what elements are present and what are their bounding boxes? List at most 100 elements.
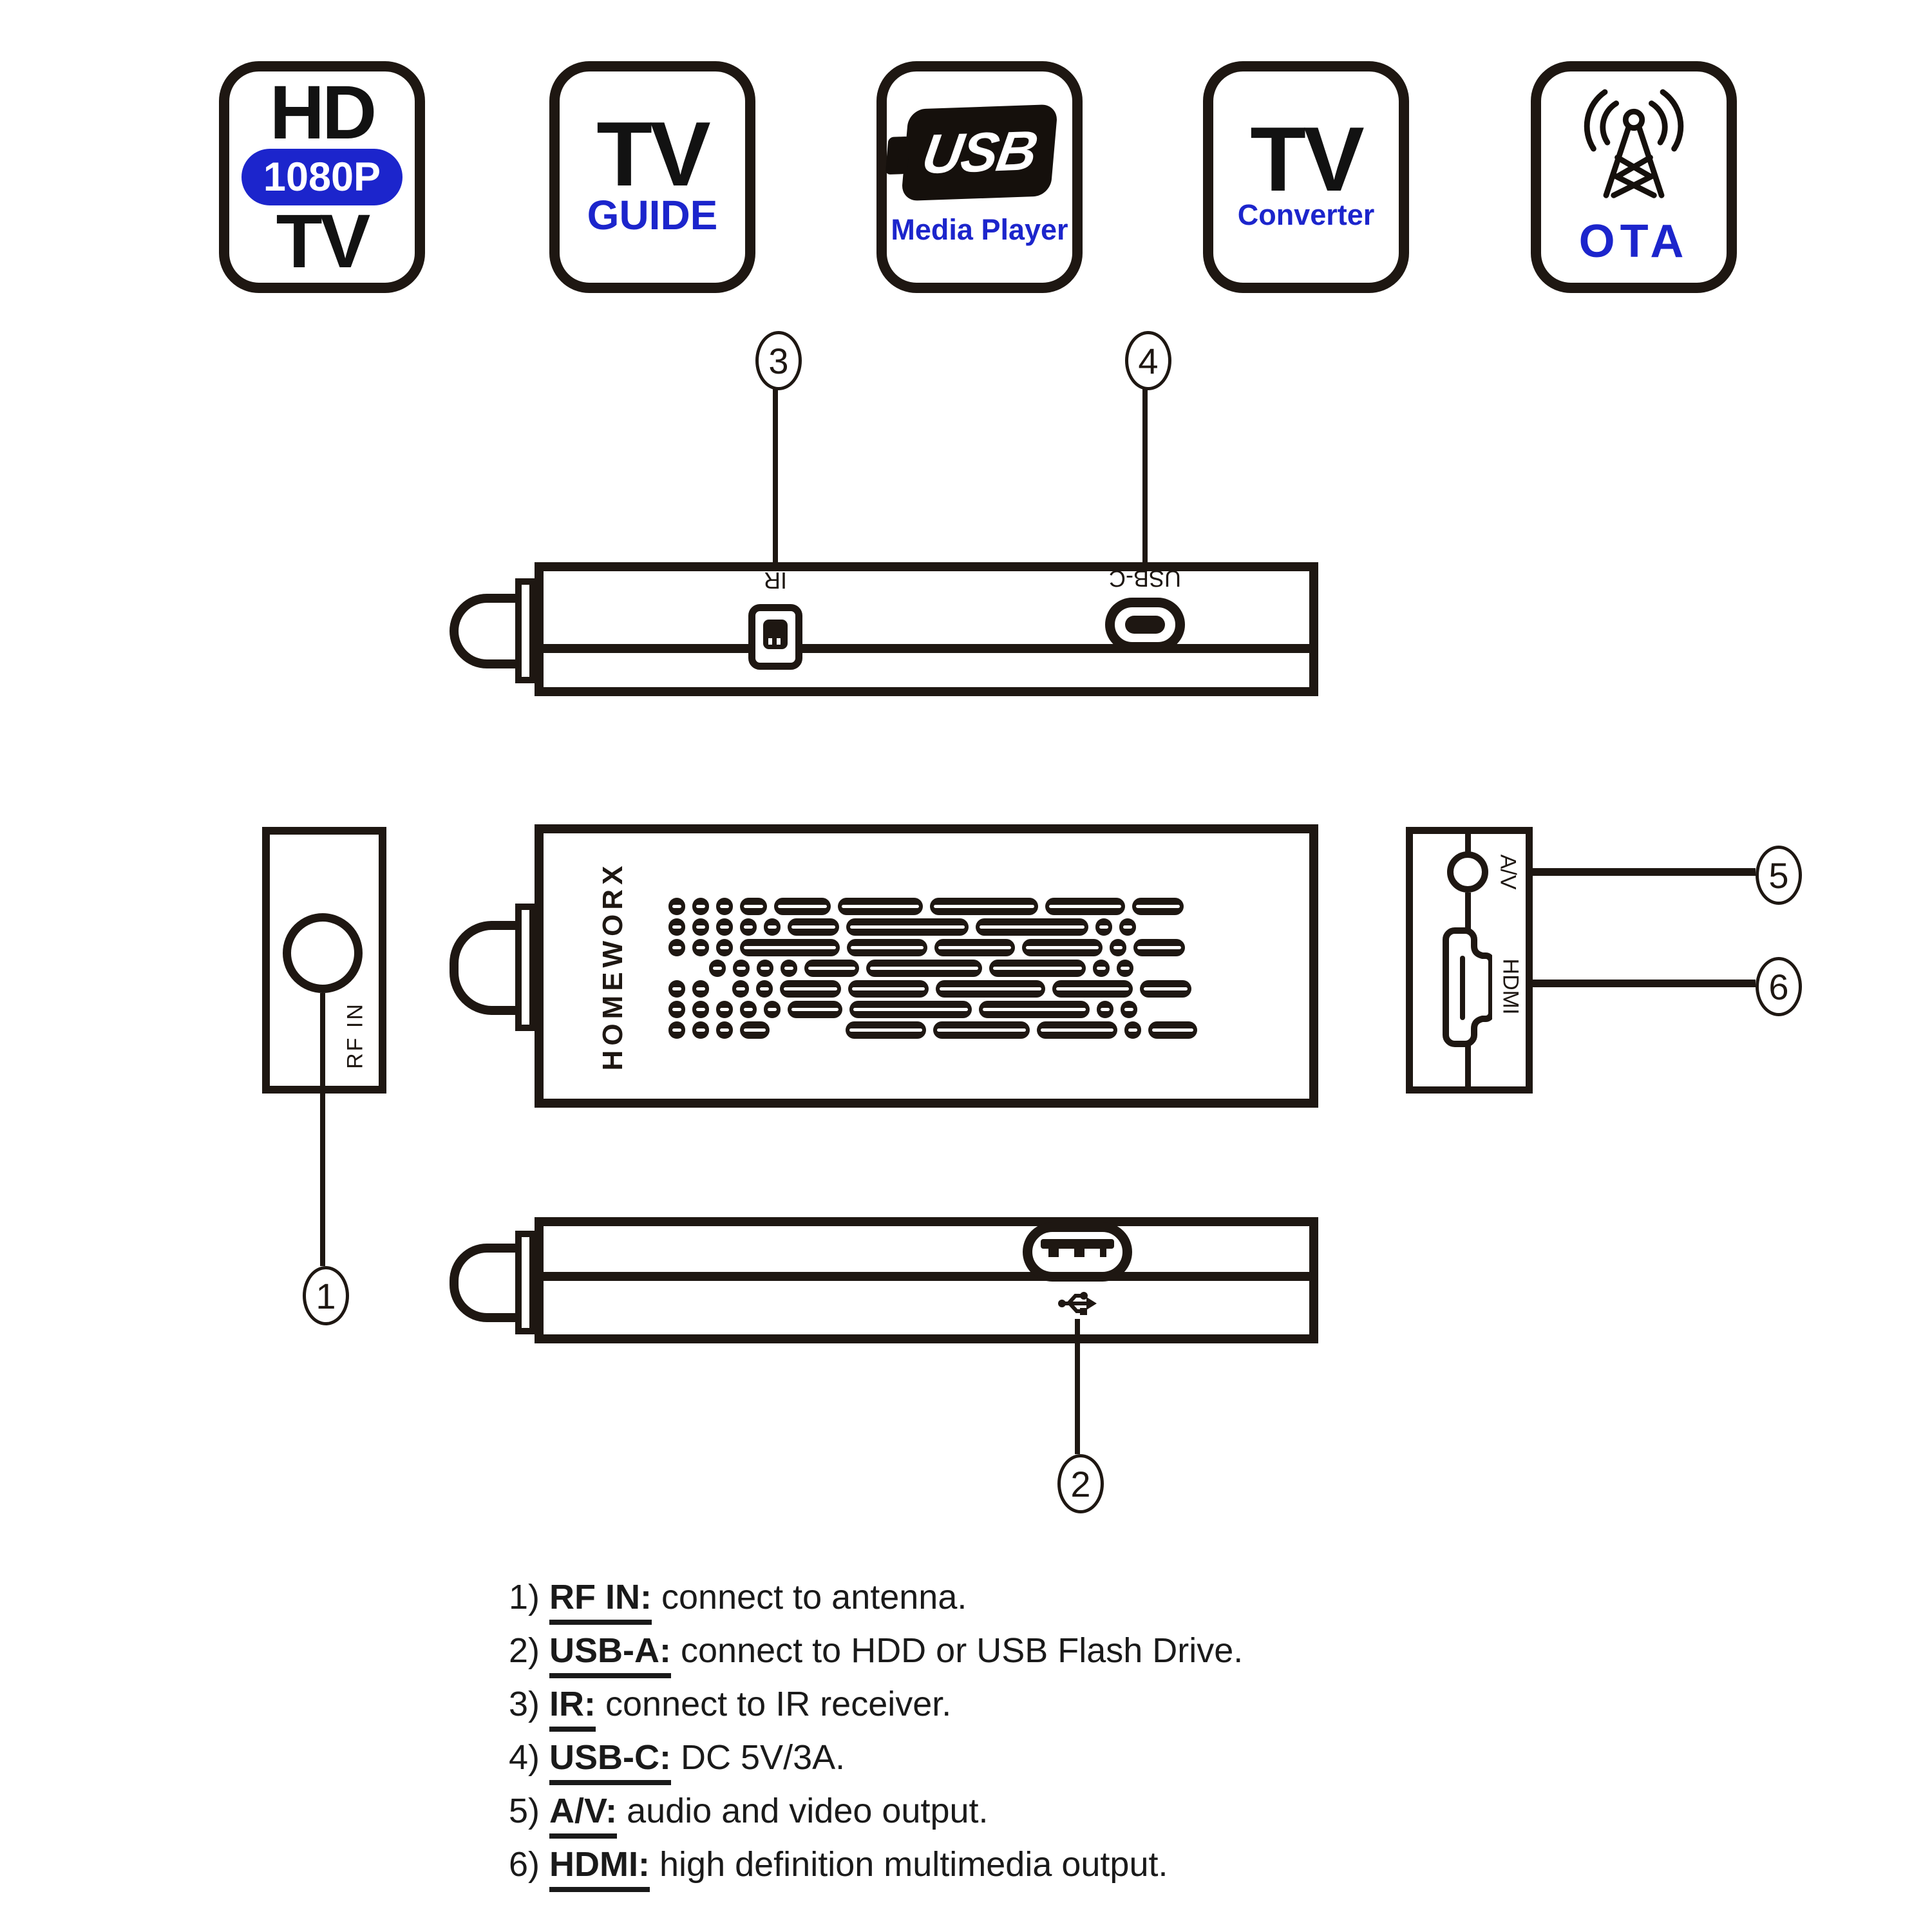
ir-port <box>748 604 802 670</box>
vent-slot <box>668 918 685 936</box>
device-body-side-view-top <box>535 562 1318 696</box>
vent-row <box>668 898 1191 915</box>
badge-ota: OTA <box>1531 61 1737 293</box>
usb-trident-icon <box>1058 1292 1097 1315</box>
rf-plug-flange-main-view <box>515 904 536 1031</box>
vent-slot <box>668 1001 685 1018</box>
vent-slot <box>732 980 749 998</box>
badge-tv-converter: TV Converter <box>1203 61 1409 293</box>
vent-slot <box>716 1021 733 1039</box>
vent-slot <box>716 1001 733 1018</box>
callout-line-3 <box>773 385 778 564</box>
legend-term: USB-C: <box>549 1738 672 1785</box>
legend-term: IR: <box>549 1685 596 1732</box>
vent-row <box>668 1021 1197 1039</box>
legend-description: connect to HDD or USB Flash Drive. <box>671 1631 1244 1670</box>
legend-item: 5) A/V: audio and video output. <box>509 1792 1604 1839</box>
vent-slot <box>1140 980 1191 998</box>
brand-label: HOMEWORX <box>597 861 629 1071</box>
vent-slot <box>780 980 841 998</box>
vent-slot <box>1121 1001 1137 1018</box>
vent-slot <box>1133 939 1185 956</box>
legend-item: 3) IR: connect to IR receiver. <box>509 1685 1604 1732</box>
callout-4: 4 <box>1125 331 1171 390</box>
vent-gap <box>716 980 725 998</box>
vent-slot <box>804 960 859 977</box>
vent-slot <box>933 1021 1030 1039</box>
vent-row <box>668 918 1191 936</box>
legend-term: RF IN: <box>549 1578 652 1625</box>
vent-slot <box>1052 980 1133 998</box>
badge-tv-converter-top: TV <box>1250 108 1364 211</box>
rf-in-connector <box>283 913 363 993</box>
badge-usb-media-player: USB Media Player <box>876 61 1083 293</box>
callout-line-2 <box>1075 1319 1080 1454</box>
badge-tv-guide-bottom: GUIDE <box>587 192 718 238</box>
vent-slot <box>1148 1021 1197 1039</box>
vent-slot <box>740 939 840 956</box>
vent-slot <box>1132 898 1184 915</box>
callout-line-6 <box>1533 980 1756 987</box>
callout-6: 6 <box>1756 957 1802 1016</box>
vent-slot <box>774 898 831 915</box>
vent-row <box>668 960 1191 977</box>
badge-hd-label: HD <box>269 70 377 155</box>
badge-tv-guide-top: TV <box>596 103 710 205</box>
badge-hd-1080p-tv: HD 1080P TV <box>219 61 425 293</box>
vent-slot <box>757 960 773 977</box>
vent-slot <box>1022 939 1103 956</box>
callout-line-4 <box>1142 385 1148 564</box>
vent-slot <box>692 980 709 998</box>
badge-tv-guide: TV GUIDE <box>549 61 755 293</box>
vent-slot <box>838 898 923 915</box>
vent-slot <box>764 918 781 936</box>
vent-slot <box>781 960 797 977</box>
legend-term: A/V: <box>549 1792 618 1839</box>
legend-term: HDMI: <box>549 1845 650 1892</box>
legend-description: high definition multimedia output. <box>650 1845 1168 1884</box>
usb-logo-text: USB <box>918 119 1041 185</box>
callout-1: 1 <box>303 1266 349 1325</box>
vent-slot <box>930 898 1038 915</box>
legend-item: 6) HDMI: high definition multimedia outp… <box>509 1845 1604 1892</box>
antenna-tower-icon <box>1584 89 1684 198</box>
vent-slot <box>847 939 927 956</box>
callout-line-5 <box>1533 868 1756 876</box>
vent-slot <box>976 918 1088 936</box>
usb-c-port <box>1105 598 1185 652</box>
legend-list: 1) RF IN: connect to antenna.2) USB-A: c… <box>509 1578 1604 1900</box>
vent-row <box>668 1001 1191 1018</box>
legend-item: 1) RF IN: connect to antenna. <box>509 1578 1604 1625</box>
callout-2: 2 <box>1057 1454 1104 1513</box>
rf-in-label: RF IN <box>343 1002 368 1069</box>
device-body-side-view-bottom <box>535 1217 1318 1343</box>
legend-number: 3) <box>509 1685 550 1723</box>
vent-slot <box>934 939 1015 956</box>
legend-term: USB-A: <box>549 1631 672 1678</box>
legend-number: 5) <box>509 1792 550 1830</box>
badge-ota-label: OTA <box>1578 216 1689 267</box>
vent-slot <box>1093 960 1110 977</box>
vent-slot <box>733 960 750 977</box>
legend-description: DC 5V/3A. <box>671 1738 846 1777</box>
vent-slot <box>740 918 757 936</box>
rf-plug-flange-top-view <box>515 578 536 683</box>
vent-slot <box>709 960 726 977</box>
badge-media-player-label: Media Player <box>891 213 1068 246</box>
badge-tv-label: TV <box>276 199 371 284</box>
usb-logo-icon: USB <box>900 104 1059 202</box>
vent-slot <box>692 1021 709 1039</box>
usb-a-port <box>1023 1222 1132 1282</box>
callout-line-1 <box>320 993 325 1266</box>
vent-slot <box>1119 918 1136 936</box>
usb-c-port-slot <box>1125 616 1165 634</box>
ventilation-grille <box>668 898 1197 1042</box>
vent-slot <box>716 918 733 936</box>
device-parting-line-bottom <box>542 1272 1311 1281</box>
badge-converter-label: Converter <box>1237 198 1375 231</box>
callout-5: 5 <box>1756 846 1802 905</box>
vent-slot <box>756 980 773 998</box>
vent-slot <box>989 960 1086 977</box>
vent-slot <box>788 1001 842 1018</box>
